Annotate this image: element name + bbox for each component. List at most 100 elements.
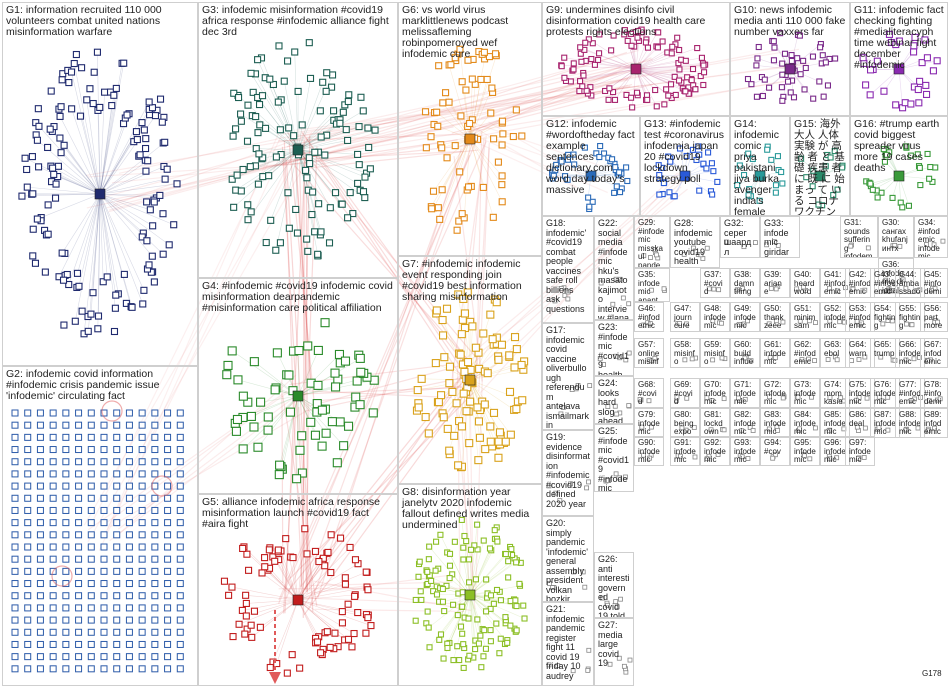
node [794, 55, 801, 62]
node [456, 656, 463, 664]
edge [439, 138, 471, 220]
node [75, 604, 83, 612]
node [263, 425, 273, 435]
node [766, 84, 773, 91]
node [233, 171, 241, 179]
edge [99, 193, 117, 296]
node [505, 351, 514, 360]
node [355, 400, 365, 410]
node [11, 567, 19, 575]
node [816, 78, 823, 85]
hub-node [464, 589, 476, 601]
edge [83, 193, 101, 334]
node [426, 543, 433, 550]
edge [97, 52, 101, 195]
node [247, 69, 255, 77]
group-panel-g78: G78: #infodemic [920, 378, 948, 408]
node [138, 628, 146, 636]
node [460, 367, 469, 376]
node [460, 309, 470, 318]
node [100, 665, 108, 673]
node [570, 60, 577, 67]
node [176, 665, 184, 673]
node [261, 563, 269, 571]
node [46, 125, 54, 133]
node [113, 543, 121, 551]
edge [297, 395, 344, 446]
node [611, 189, 618, 196]
node [49, 458, 57, 466]
inter-group-edge [281, 85, 631, 165]
group-label: G27: media large covid 19 [598, 620, 623, 668]
inter-group-edge [459, 371, 470, 593]
group-panel-g84: G84: infodemic [790, 408, 820, 438]
group-panel-g97: G97: infodemic [845, 436, 875, 466]
node [577, 44, 584, 51]
group-label: G71: infodemic [734, 380, 756, 407]
node [611, 96, 619, 103]
node [164, 433, 172, 441]
node [661, 101, 668, 108]
node [327, 568, 335, 577]
inter-group-edge [300, 135, 311, 588]
node [355, 161, 363, 169]
node [62, 604, 70, 612]
edge [297, 551, 316, 601]
node [331, 382, 341, 392]
edge [276, 599, 299, 664]
node [330, 368, 340, 378]
node [44, 143, 52, 152]
node [911, 33, 919, 41]
node [139, 300, 147, 308]
edge [579, 68, 637, 82]
group-panel-g21: G21: infodemic pandemic register fight 1… [542, 602, 594, 686]
node [36, 567, 44, 575]
node [151, 112, 160, 120]
node [558, 63, 565, 70]
edge [241, 149, 299, 192]
node [176, 421, 184, 429]
edge [552, 172, 592, 177]
node [697, 72, 704, 80]
node [164, 640, 172, 648]
node [497, 635, 504, 642]
edge [635, 68, 672, 85]
group-label: G78: #infodemic [924, 380, 942, 407]
node [468, 75, 476, 83]
group-label: G19: evidence disinformation #infodemic … [546, 432, 591, 509]
node [24, 433, 32, 441]
node [478, 664, 485, 671]
group-label: G28: infodemic youtube covid19 health [674, 218, 713, 266]
node [113, 640, 121, 648]
node [100, 592, 108, 600]
edge [469, 87, 493, 140]
node [35, 163, 43, 171]
node [164, 458, 172, 466]
node [304, 247, 312, 255]
hub-node [464, 133, 476, 145]
node [778, 84, 785, 91]
node [164, 616, 172, 624]
node [332, 458, 342, 468]
edge [469, 379, 523, 401]
edge [97, 193, 101, 329]
inter-group-edge [309, 149, 479, 169]
node [87, 640, 95, 648]
node [665, 92, 672, 99]
node [293, 229, 301, 237]
node [282, 535, 290, 543]
node [36, 506, 44, 514]
node [87, 458, 95, 466]
node [75, 494, 83, 502]
edge [447, 594, 471, 649]
node [255, 100, 264, 109]
node [486, 310, 495, 319]
edge [440, 534, 471, 596]
edge [297, 149, 318, 255]
inter-group-edge [476, 142, 490, 364]
node [654, 44, 661, 51]
node [138, 519, 146, 527]
node [36, 604, 44, 612]
node [885, 30, 894, 38]
node [151, 506, 159, 514]
